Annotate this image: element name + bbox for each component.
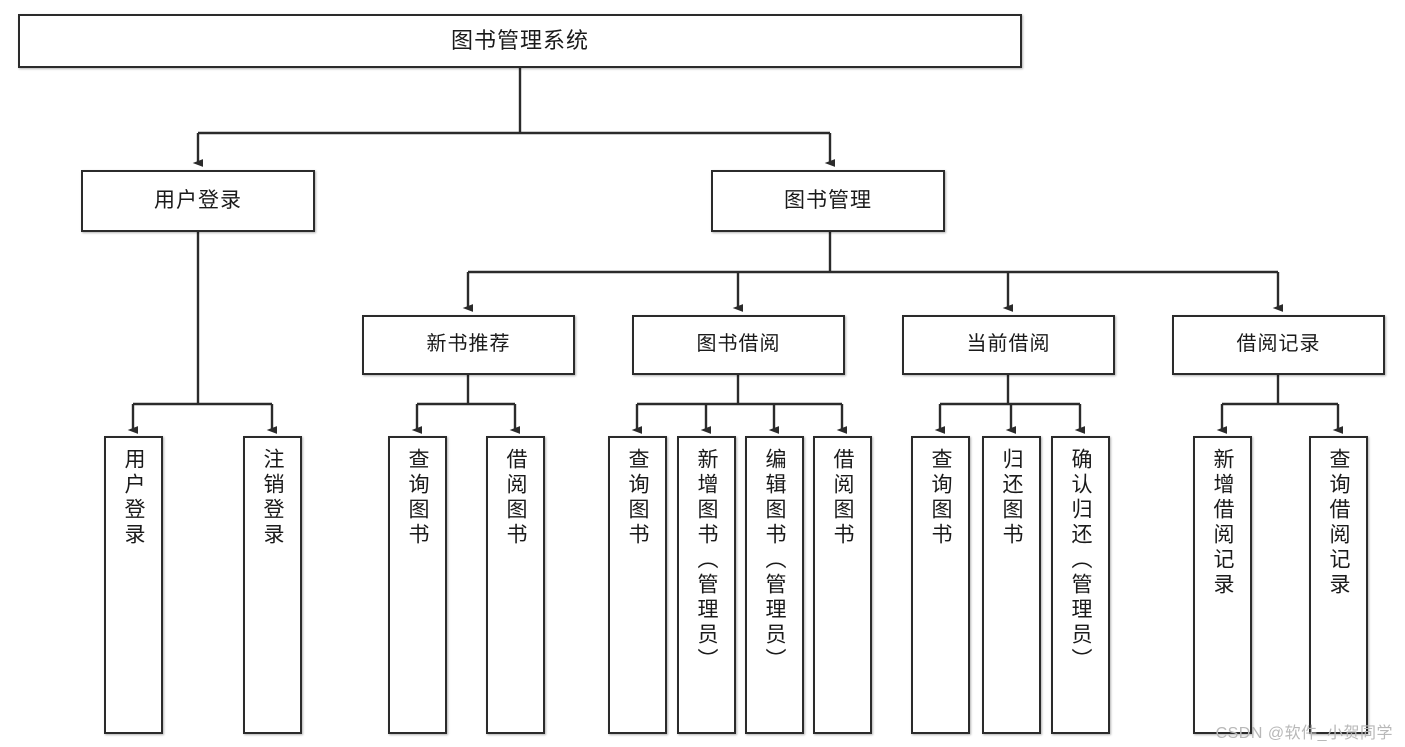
node-leaf-return-book[interactable]: 归还图书 bbox=[982, 436, 1041, 734]
node-user-login-label: 用户登录 bbox=[154, 188, 242, 212]
node-current-borrow[interactable]: 当前借阅 bbox=[902, 315, 1115, 375]
node-leaf-user-login[interactable]: 用户登录 bbox=[104, 436, 163, 734]
node-leaf-query-borrow-record[interactable]: 查询借阅记录 bbox=[1309, 436, 1368, 734]
node-leaf-edit-book-admin-label: 编辑图书（管理员） bbox=[763, 448, 786, 673]
node-leaf-query-book-1-label: 查询图书 bbox=[406, 448, 429, 548]
node-leaf-add-borrow-record-label: 新增借阅记录 bbox=[1211, 448, 1234, 598]
node-leaf-borrow-book-1-label: 借阅图书 bbox=[504, 448, 527, 548]
node-leaf-return-book-label: 归还图书 bbox=[1000, 448, 1023, 548]
node-new-book-recommend[interactable]: 新书推荐 bbox=[362, 315, 575, 375]
node-leaf-query-book-2-label: 查询图书 bbox=[626, 448, 649, 548]
node-leaf-query-book-3[interactable]: 查询图书 bbox=[911, 436, 970, 734]
node-borrow-record[interactable]: 借阅记录 bbox=[1172, 315, 1385, 375]
node-leaf-add-book-admin[interactable]: 新增图书（管理员） bbox=[677, 436, 736, 734]
node-new-book-recommend-label: 新书推荐 bbox=[426, 333, 511, 356]
node-leaf-add-book-admin-label: 新增图书（管理员） bbox=[695, 448, 718, 673]
watermark-text: CSDN @软件_小贺同学 bbox=[1215, 725, 1393, 742]
node-book-borrow[interactable]: 图书借阅 bbox=[632, 315, 845, 375]
node-book-borrow-label: 图书借阅 bbox=[696, 333, 781, 356]
node-leaf-logout-login-label: 注销登录 bbox=[261, 448, 284, 548]
node-borrow-record-label: 借阅记录 bbox=[1236, 333, 1321, 356]
node-leaf-user-login-label: 用户登录 bbox=[122, 448, 145, 548]
node-leaf-borrow-book-2-label: 借阅图书 bbox=[831, 448, 854, 548]
node-leaf-query-book-2[interactable]: 查询图书 bbox=[608, 436, 667, 734]
node-leaf-query-book-3-label: 查询图书 bbox=[929, 448, 952, 548]
node-leaf-borrow-book-1[interactable]: 借阅图书 bbox=[486, 436, 545, 734]
node-leaf-logout-login[interactable]: 注销登录 bbox=[243, 436, 302, 734]
node-root-system[interactable]: 图书管理系统 bbox=[18, 14, 1022, 68]
node-leaf-query-borrow-record-label: 查询借阅记录 bbox=[1327, 448, 1350, 598]
node-leaf-edit-book-admin[interactable]: 编辑图书（管理员） bbox=[745, 436, 804, 734]
node-root-system-label: 图书管理系统 bbox=[450, 28, 589, 54]
node-book-management-label: 图书管理 bbox=[784, 188, 872, 212]
node-current-borrow-label: 当前借阅 bbox=[966, 333, 1051, 356]
node-user-login[interactable]: 用户登录 bbox=[81, 170, 315, 232]
node-leaf-borrow-book-2[interactable]: 借阅图书 bbox=[813, 436, 872, 734]
node-leaf-confirm-return-admin[interactable]: 确认归还（管理员） bbox=[1051, 436, 1110, 734]
node-leaf-query-book-1[interactable]: 查询图书 bbox=[388, 436, 447, 734]
node-leaf-confirm-return-admin-label: 确认归还（管理员） bbox=[1069, 448, 1092, 673]
node-leaf-add-borrow-record[interactable]: 新增借阅记录 bbox=[1193, 436, 1252, 734]
node-book-management[interactable]: 图书管理 bbox=[711, 170, 945, 232]
